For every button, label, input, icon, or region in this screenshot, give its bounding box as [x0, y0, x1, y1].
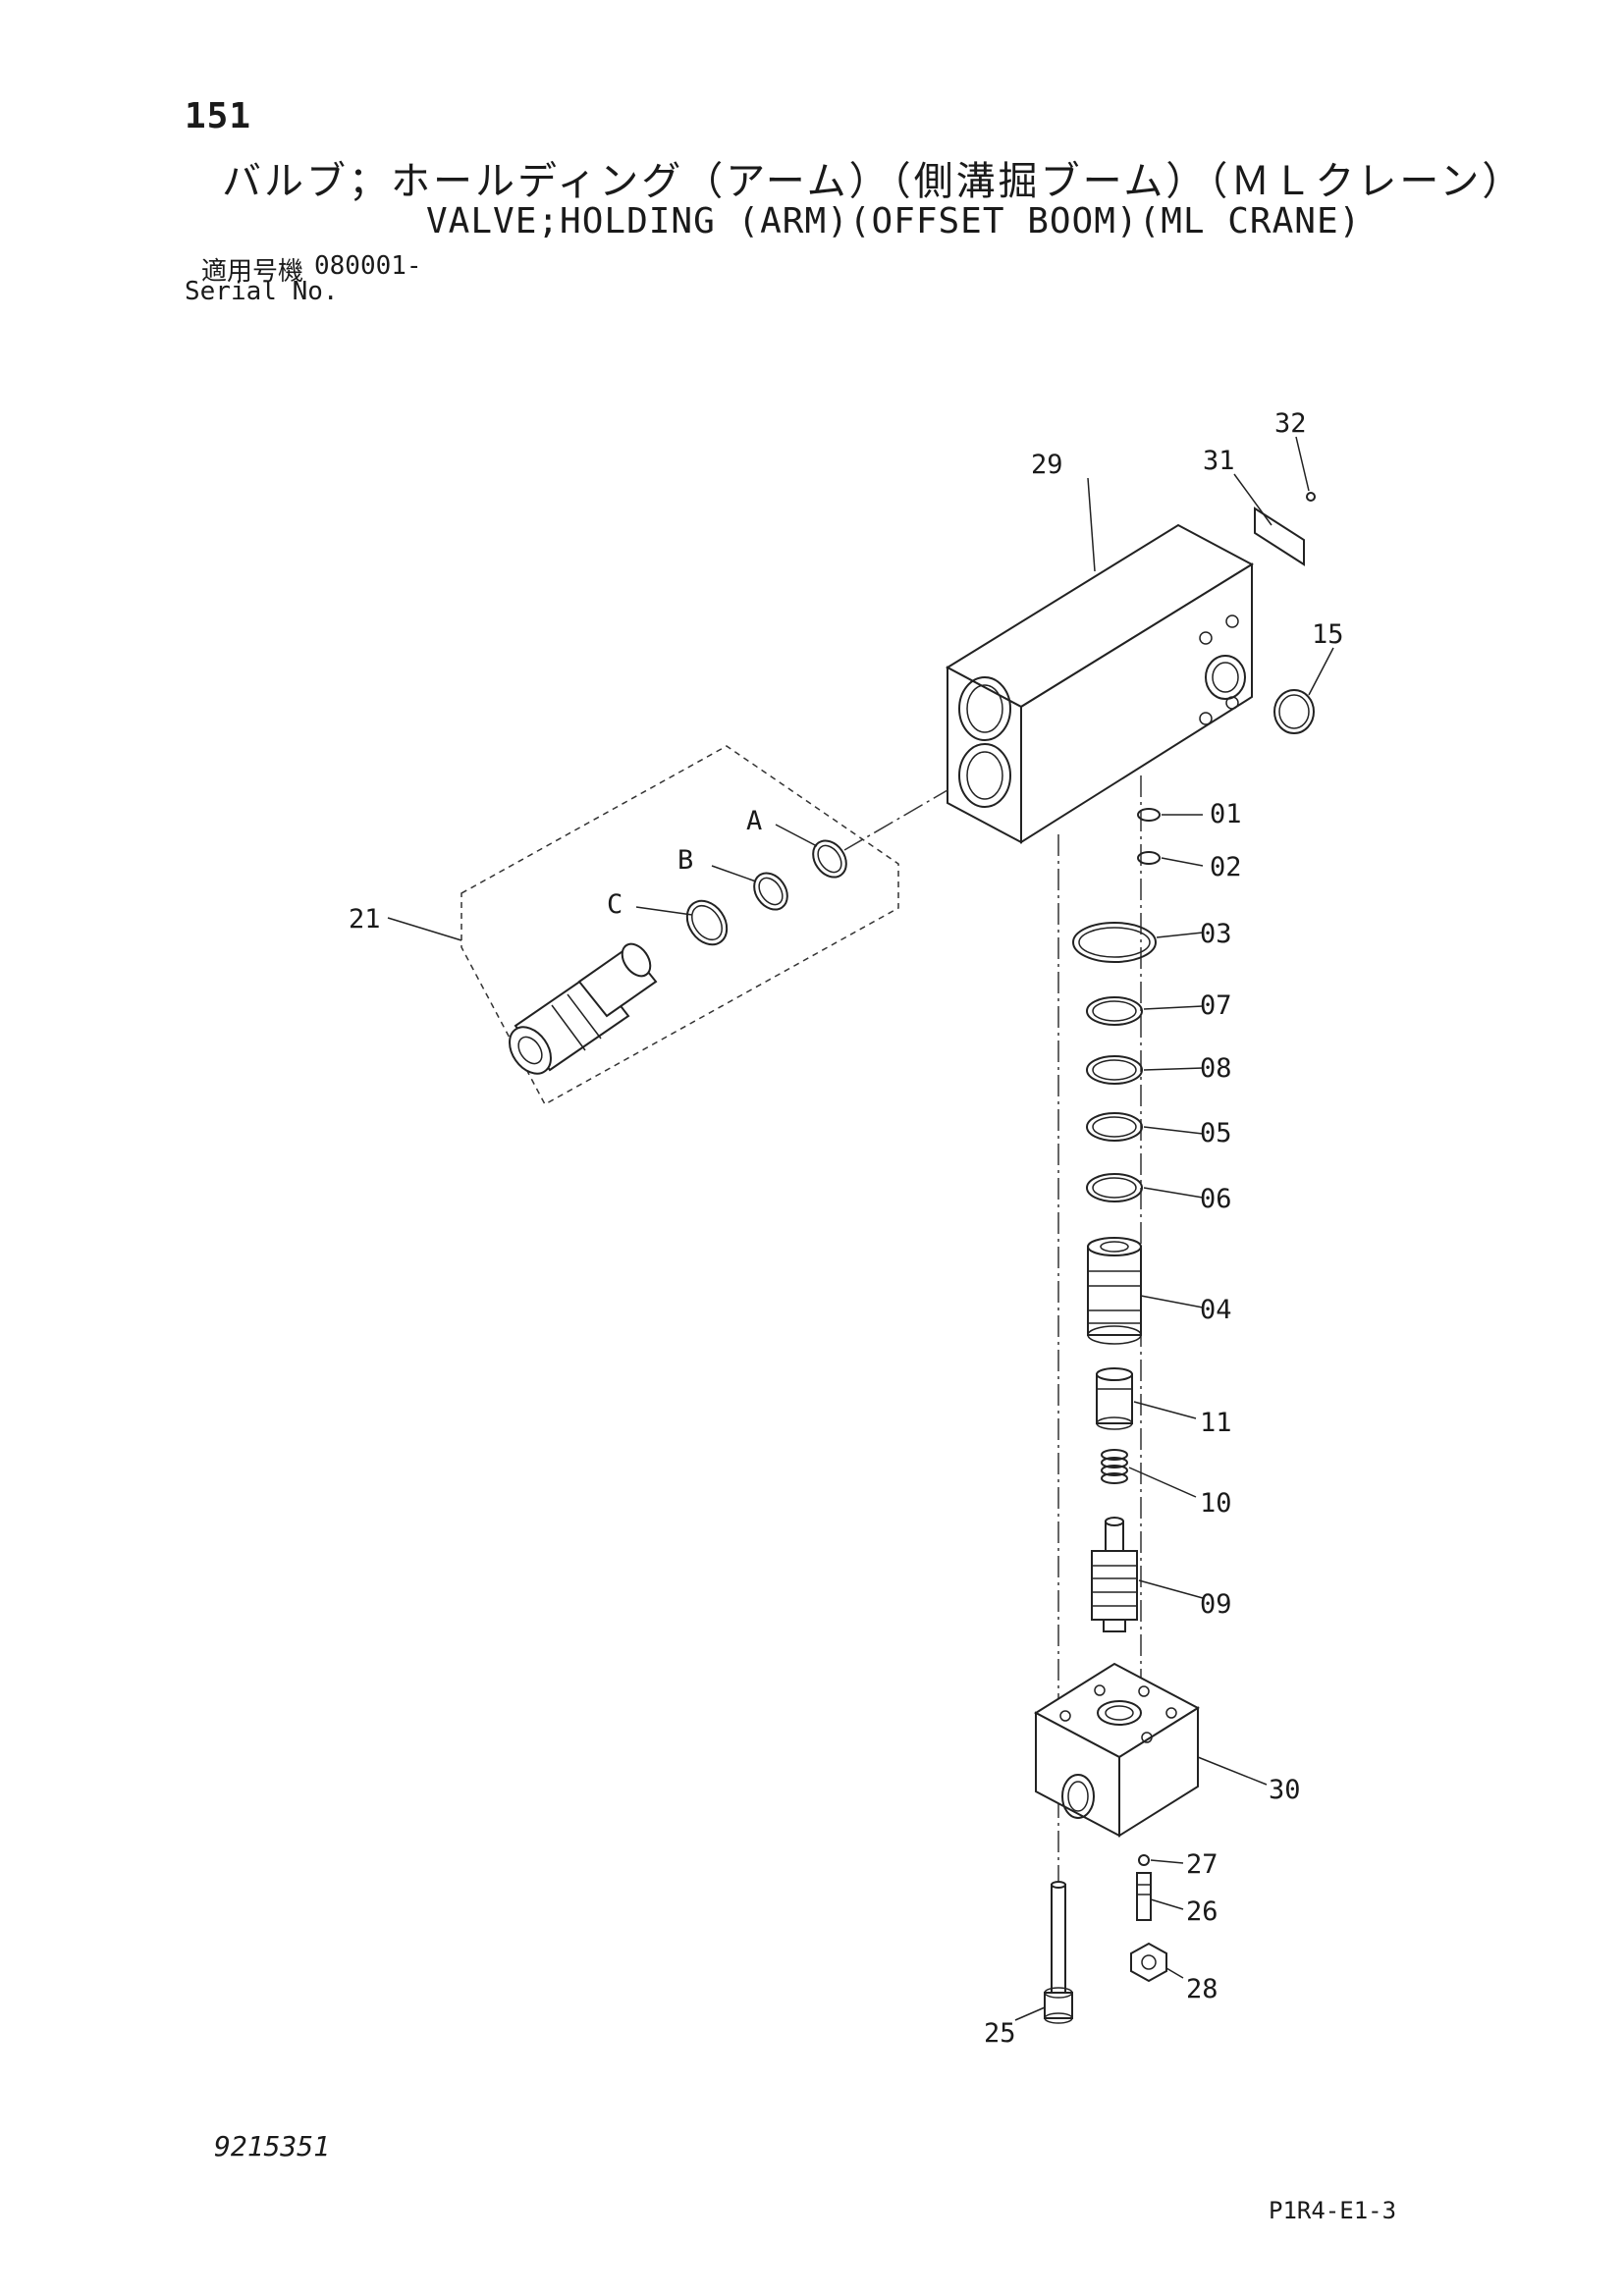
leader-line-08: [1143, 1067, 1204, 1071]
document-number: 9215351: [214, 2130, 331, 2163]
relief-valve-assembly-box-21: [460, 745, 899, 1106]
callout-A: A: [746, 806, 762, 836]
callout-01: 01: [1210, 799, 1242, 829]
callout-09: 09: [1200, 1589, 1232, 1620]
leader-line-11: [1133, 1401, 1197, 1419]
o-ring-06[interactable]: [1086, 1173, 1143, 1202]
callout-11: 11: [1200, 1408, 1232, 1438]
callout-28: 28: [1186, 1974, 1218, 2004]
callout-02: 02: [1210, 852, 1242, 882]
leader-line-29: [1087, 477, 1096, 572]
callout-08: 08: [1200, 1053, 1232, 1084]
leader-line-06: [1143, 1187, 1204, 1199]
callout-30: 30: [1269, 1775, 1301, 1805]
callout-31: 31: [1203, 446, 1235, 476]
o-ring-A[interactable]: [806, 834, 853, 883]
o-ring-15[interactable]: [1273, 689, 1315, 734]
page-code: P1R4-E1-3: [1269, 2197, 1397, 2224]
lower-valve-block-30[interactable]: [1033, 1662, 1201, 1838]
valve-sleeve-04[interactable]: [1087, 1237, 1142, 1345]
spring-10[interactable]: [1101, 1449, 1128, 1484]
leader-line-09: [1138, 1579, 1204, 1599]
steel-ball-27[interactable]: [1138, 1854, 1150, 1866]
callout-26: 26: [1186, 1896, 1218, 1927]
callout-10: 10: [1200, 1488, 1232, 1519]
leader-line-21: [387, 917, 462, 941]
title-japanese: バルブ；ホールディング（アーム）（側溝掘ブーム）（ＭＬクレーン）: [222, 159, 1525, 204]
leader-line-25: [1014, 2006, 1046, 2021]
callout-29: 29: [1031, 450, 1063, 480]
callout-32: 32: [1274, 408, 1307, 439]
assembly-axis-line-left: [843, 789, 948, 851]
title-english: VALVE;HOLDING (ARM)(OFFSET BOOM)(ML CRAN…: [426, 201, 1362, 241]
callout-B: B: [677, 845, 693, 876]
socket-bolt-25[interactable]: [1044, 1881, 1073, 2024]
backup-ring-07[interactable]: [1086, 996, 1143, 1026]
leader-line-02: [1161, 857, 1204, 867]
callout-06: 06: [1200, 1184, 1232, 1214]
name-plate-31[interactable]: [1254, 507, 1305, 566]
leader-line-30: [1197, 1756, 1268, 1786]
callout-27: 27: [1186, 1849, 1218, 1880]
leader-line-27: [1150, 1859, 1184, 1864]
callout-25: 25: [984, 2018, 1016, 2049]
callout-21: 21: [349, 904, 381, 934]
leader-line-C: [635, 906, 693, 916]
rivet-32[interactable]: [1306, 492, 1316, 502]
page-number: 151: [185, 96, 252, 136]
leader-line-31: [1233, 473, 1272, 526]
leader-line-32: [1295, 436, 1310, 492]
callout-04: 04: [1200, 1295, 1232, 1325]
leader-line-03: [1156, 932, 1204, 938]
leader-line-A: [775, 824, 818, 847]
leader-line-B: [711, 865, 757, 882]
o-ring-B[interactable]: [747, 867, 794, 916]
leader-line-15: [1308, 647, 1334, 696]
leader-line-04: [1140, 1295, 1204, 1308]
leader-line-28: [1165, 1967, 1184, 1979]
relief-valve-cartridge-21[interactable]: [501, 938, 658, 1081]
o-ring-01[interactable]: [1137, 808, 1161, 822]
valve-body-block-29[interactable]: [945, 523, 1255, 844]
leader-line-26: [1150, 1898, 1184, 1910]
hex-nut-28[interactable]: [1130, 1942, 1167, 1983]
o-ring-02[interactable]: [1137, 851, 1161, 865]
o-ring-C[interactable]: [678, 893, 734, 952]
serial-number-range: 080001-: [314, 251, 422, 281]
orifice-plug-26[interactable]: [1136, 1872, 1152, 1921]
serial-label-english: Serial No.: [185, 277, 339, 306]
leader-line-05: [1143, 1126, 1204, 1135]
callout-C: C: [607, 889, 623, 920]
serial-label-japanese: 適用号機: [201, 257, 304, 287]
callout-05: 05: [1200, 1118, 1232, 1148]
o-ring-03[interactable]: [1072, 922, 1157, 963]
o-ring-08[interactable]: [1086, 1055, 1143, 1085]
callout-15: 15: [1312, 619, 1344, 650]
callout-07: 07: [1200, 990, 1232, 1021]
leader-line-10: [1128, 1467, 1197, 1498]
poppet-09[interactable]: [1091, 1517, 1138, 1632]
leader-line-07: [1143, 1005, 1204, 1010]
callout-03: 03: [1200, 919, 1232, 949]
plug-11[interactable]: [1096, 1367, 1133, 1430]
backup-ring-05[interactable]: [1086, 1112, 1143, 1142]
